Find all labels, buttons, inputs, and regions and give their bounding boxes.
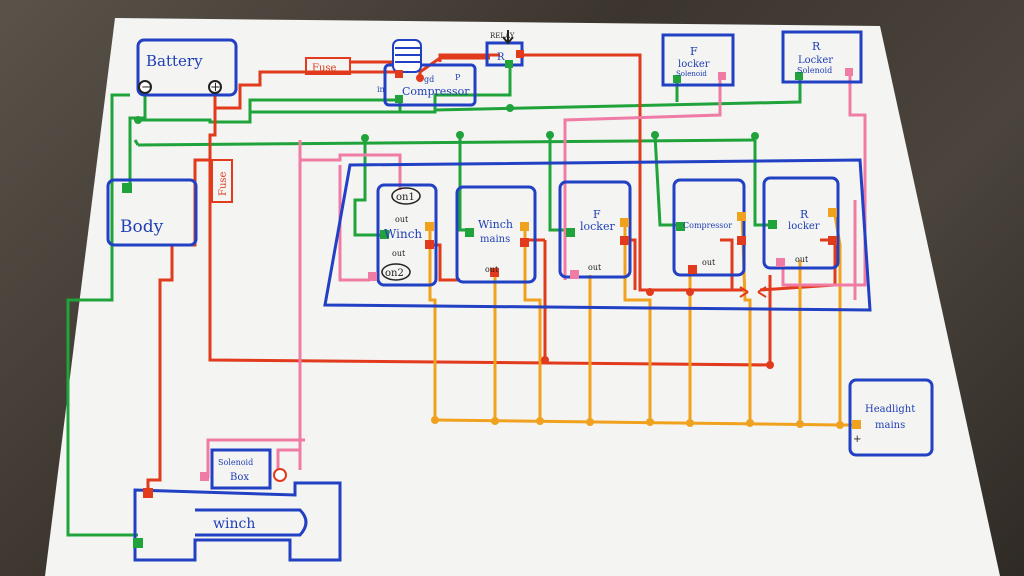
battery-negative-label: − [141,80,152,95]
switch-f-locker-name1: F [593,208,601,221]
fuse-left-label: Fuse [218,171,229,196]
f-locker-solenoid-sub2: Solenoid [676,70,707,78]
terminals [122,50,861,548]
fuse-left-box [211,159,233,203]
headlight-name2: mains [875,420,905,431]
relay-inner-label: R [497,52,505,63]
fuse-top-box [305,57,351,75]
f-locker-solenoid-title: F [690,45,698,58]
compressor-tank-icon [392,39,422,73]
fuse-top-label: Fuse [312,63,337,74]
r-locker-solenoid-sub2: Solenoid [797,66,832,75]
f-locker-solenoid-sub1: locker [678,59,710,70]
battery-label: Battery [146,52,203,70]
headlight-positive: + [853,434,861,445]
switch-f-locker-out: out [588,263,602,272]
switch-compressor-out: out [702,258,716,267]
switch-r-locker-name1: R [800,208,809,221]
solenoid-box-name2: Box [230,472,249,483]
switch-winch-mains-name2: mains [480,234,510,245]
switched-wires [428,214,855,427]
compressor-gd-label: gd [424,75,434,84]
solenoid-box-name1: Solenoid [218,458,253,467]
winch-on2-oval [381,263,411,281]
r-locker-solenoid-sub1: Locker [798,55,833,66]
compressor-p-label: P [455,73,461,82]
power-junctions [416,74,774,369]
arrow-markers-icon [739,286,767,298]
winch-label: winch [213,516,255,532]
switch-winch-on1: on1 [396,192,415,203]
compressor-label: Compressor [402,85,470,98]
component-outlines [106,30,934,562]
compressor-in-label: in [377,85,385,94]
switch-winch-on2: on2 [385,268,404,279]
relay-arrow-icon [502,30,514,45]
battery-positive-label: + [210,80,221,95]
switch-compressor-name: Compressor [683,221,732,230]
signal-wires [206,72,867,478]
switch-winch-name: Winch [384,227,422,241]
body-label: Body [120,217,164,237]
switch-winch-out-bottom: out [392,249,406,258]
ground-junctions [134,104,759,142]
relay-label: RELAY [490,32,515,40]
switched-junctions [431,416,844,429]
r-locker-solenoid-title: R [812,40,821,53]
headlight-name1: Headlight [865,404,915,415]
switch-r-locker-out: out [795,255,809,264]
switch-winch-out-top: out [395,215,409,224]
switch-winch-mains-out: out [485,265,499,274]
winch-on1-oval [391,187,421,205]
paper-surface [45,18,1000,576]
switch-winch-mains-name1: Winch [478,218,513,231]
switch-r-locker-name2: locker [788,221,820,232]
switch-f-locker-name2: locker [580,220,615,233]
